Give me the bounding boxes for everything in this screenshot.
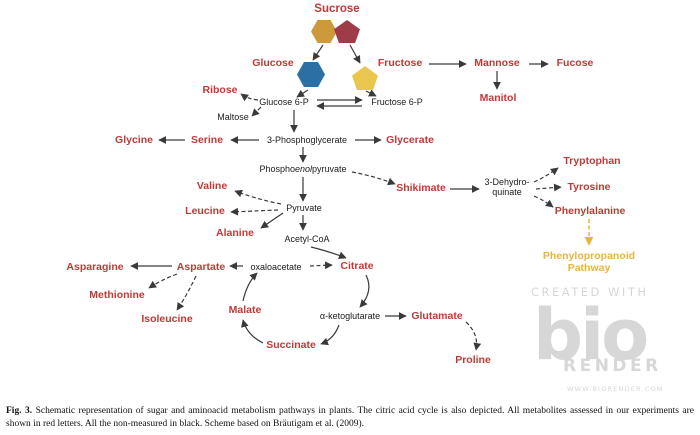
node-phenylpropanoid-pathway: Phenylopropanoid Pathway <box>543 250 635 274</box>
node-3-phosphoglycerate: 3-Phosphoglycerate <box>266 135 348 145</box>
node-tryptophan: Tryptophan <box>563 155 621 167</box>
node-shikimate: Shikimate <box>396 182 446 194</box>
node-acetyl-coa: Acetyl-CoA <box>284 234 330 244</box>
fructose-pentagon-icon <box>352 66 378 90</box>
arrow-pep-to-shikimate <box>351 171 396 186</box>
arrow-glutamate-to-proline <box>465 321 482 351</box>
node-aspartate: Aspartate <box>176 261 226 273</box>
node-malate: Malate <box>228 304 262 316</box>
sucrose-hexagon-icon <box>311 20 337 43</box>
node-succinate: Succinate <box>266 339 316 351</box>
arrow-akg-to-succinate <box>320 324 340 346</box>
node-tyrosine: Tyrosine <box>567 181 611 193</box>
node-alanine: Alanine <box>216 227 254 239</box>
node-proline: Proline <box>455 354 491 366</box>
node-phosphoenolpyruvate: Phosphoenolpyruvate <box>259 164 346 174</box>
node-serine: Serine <box>190 134 224 146</box>
node-mannose: Mannose <box>474 57 520 69</box>
biorender-watermark-created-with: CREATED WITH <box>531 285 649 299</box>
arrow-glucose-to-glucose6p <box>296 89 309 98</box>
node-maltose: Maltose <box>217 112 249 122</box>
biorender-logo-icon: bio <box>533 294 649 376</box>
node-glycerate: Glycerate <box>386 134 434 146</box>
arrow-dehydroquinate-to-tyrosine <box>535 183 562 192</box>
arrow-aspartate-to-methionine <box>148 273 178 289</box>
arrow-citrate-to-akg <box>359 274 370 308</box>
sucrose-pentagon-icon <box>334 20 360 43</box>
arrow-glucose6p-to-ribose <box>240 93 259 102</box>
node-sucrose: Sucrose <box>314 3 360 15</box>
arrow-sucrose-to-fructose <box>349 44 361 64</box>
arrow-fructose-to-fructose6p <box>365 89 377 97</box>
node-isoleucine: Isoleucine <box>141 313 193 325</box>
arrow-acetylcoa-to-citrate <box>310 246 347 260</box>
node-phenylalanine: Phenylalanine <box>554 205 626 217</box>
dehydroquinate-line1: 3-Dehydro- <box>484 177 530 187</box>
node-valine: Valine <box>196 180 228 192</box>
node-glycine: Glycine <box>115 134 153 146</box>
arrow-pyruvate-to-alanine <box>260 212 284 229</box>
node-glucose: Glucose <box>252 57 294 69</box>
arrow-dehydroquinate-to-tryptophan <box>533 167 559 183</box>
node-alpha-ketoglutarate: α-ketoglutarate <box>319 311 381 321</box>
node-asparagine: Asparagine <box>66 261 124 273</box>
phenylpropanoid-line2: Pathway <box>567 262 611 275</box>
node-fucose: Fucose <box>556 57 594 69</box>
glucose-hexagon-icon <box>297 62 325 87</box>
arrow-succinate-to-malate <box>241 319 264 344</box>
arrow-malate-to-oxaloacetate <box>242 272 258 302</box>
arrow-aspartate-to-isoleucine <box>176 275 197 311</box>
figure-caption-text: Schematic representation of sugar and am… <box>6 406 694 429</box>
node-ribose: Ribose <box>202 84 238 96</box>
pep-prefix: Phospho <box>259 164 295 174</box>
figure-caption: Fig. 3. Schematic representation of suga… <box>6 405 694 431</box>
node-oxaloacetate: oxaloacetate <box>250 262 302 272</box>
node-glucose6p: Glucose 6-P <box>259 97 309 107</box>
dehydroquinate-line2: quinate <box>492 187 522 198</box>
biorender-watermark-url: WWW.BIORENDER.COM <box>567 385 664 393</box>
pep-suffix: pyruvate <box>312 164 347 174</box>
node-fructose: Fructose <box>377 57 423 69</box>
node-fructose6p: Fructose 6-P <box>371 97 423 107</box>
node-3-dehydroquinate: 3-Dehydro- quinate <box>484 177 529 198</box>
node-glutamate: Glutamate <box>411 310 463 322</box>
node-pyruvate: Pyruvate <box>286 203 322 213</box>
arrow-oxaloacetate-to-citrate <box>309 261 333 270</box>
node-citrate: Citrate <box>340 260 374 272</box>
biorender-watermark-render: RENDER <box>563 356 662 376</box>
arrow-glucose6p-to-maltose <box>251 106 262 117</box>
node-manitol: Manitol <box>479 92 517 104</box>
node-leucine: Leucine <box>185 205 225 217</box>
figure-caption-label: Fig. 3. <box>6 406 33 416</box>
arrow-pyruvate-to-leucine <box>230 207 279 216</box>
arrow-dehydroquinate-to-phenylalanine <box>533 195 554 208</box>
pep-enol: enol <box>294 164 313 174</box>
node-methionine: Methionine <box>89 289 145 301</box>
phenylpropanoid-line1: Phenylopropanoid <box>542 250 636 262</box>
arrow-pyruvate-to-valine <box>234 189 282 205</box>
arrow-sucrose-to-glucose <box>312 44 324 61</box>
